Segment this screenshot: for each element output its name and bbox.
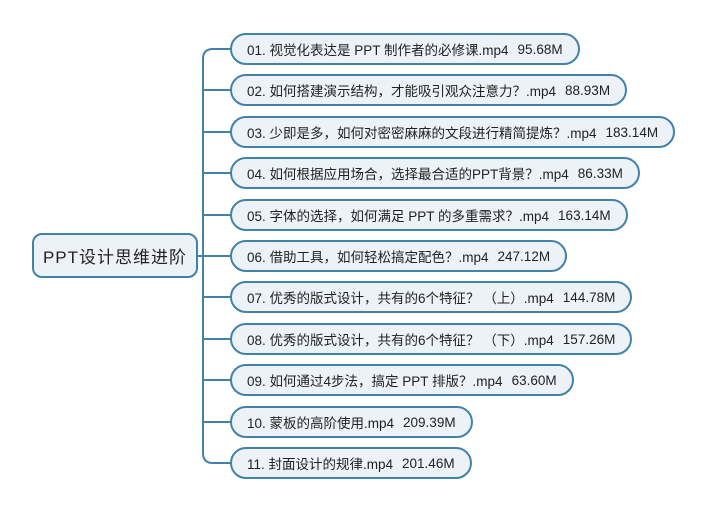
node-filename: 05. 字体的选择，如何满足 PPT 的多重需求？.mp4: [247, 209, 550, 224]
node-filesize: 157.26M: [562, 331, 616, 347]
node-filesize: 95.68M: [517, 41, 563, 57]
node-video-04[interactable]: 04. 如何根据应用场合，选择最合适的PPT背景？.mp4 86.33M: [230, 157, 640, 189]
node-filename: 06. 借助工具，如何轻松搞定配色？.mp4: [247, 250, 489, 265]
node-video-05[interactable]: 05. 字体的选择，如何满足 PPT 的多重需求？.mp4 163.14M: [230, 199, 628, 231]
node-video-01[interactable]: 01. 视觉化表达是 PPT 制作者的必修课.mp4 95.68M: [230, 33, 580, 65]
node-filename: 10. 蒙板的高阶使用.mp4: [247, 416, 395, 431]
node-video-08[interactable]: 08. 优秀的版式设计，共有的6个特征？ （下）.mp4 157.26M: [230, 323, 633, 355]
node-filesize: 209.39M: [403, 414, 456, 430]
node-video-11[interactable]: 11. 封面设计的规律.mp4 201.46M: [230, 447, 472, 479]
node-filesize: 247.12M: [497, 248, 551, 264]
node-video-03[interactable]: 03. 少即是多，如何对密密麻麻的文段进行精简提炼？.mp4 183.14M: [230, 116, 676, 148]
node-filename: 02. 如何搭建演示结构，才能吸引观众注意力？.mp4: [247, 84, 557, 99]
node-filesize: 163.14M: [558, 207, 611, 223]
node-filename: 03. 少即是多，如何对密密麻麻的文段进行精简提炼？.mp4: [247, 126, 597, 141]
node-filename: 08. 优秀的版式设计，共有的6个特征？ （下）.mp4: [247, 333, 554, 348]
node-filesize: 63.60M: [511, 372, 557, 388]
node-video-09[interactable]: 09. 如何通过4步法，搞定 PPT 排版？.mp4 63.60M: [230, 364, 574, 396]
node-filesize: 88.93M: [565, 82, 611, 98]
node-filename: 07. 优秀的版式设计，共有的6个特征？ （上）.mp4: [247, 291, 554, 306]
root-node[interactable]: PPT设计思维进阶: [32, 233, 198, 278]
node-filesize: 201.46M: [402, 455, 455, 471]
node-filename: 04. 如何根据应用场合，选择最合适的PPT背景？.mp4: [247, 167, 569, 182]
node-video-06[interactable]: 06. 借助工具，如何轻松搞定配色？.mp4 247.12M: [230, 240, 568, 272]
node-filename: 01. 视觉化表达是 PPT 制作者的必修课.mp4: [247, 43, 509, 58]
node-filesize: 144.78M: [562, 289, 616, 305]
node-filesize: 86.33M: [577, 165, 623, 181]
node-video-07[interactable]: 07. 优秀的版式设计，共有的6个特征？ （上）.mp4 144.78M: [230, 281, 633, 313]
node-filename: 11. 封面设计的规律.mp4: [247, 457, 394, 472]
node-filesize: 183.14M: [605, 124, 659, 140]
node-filename: 09. 如何通过4步法，搞定 PPT 排版？.mp4: [247, 374, 503, 389]
node-video-02[interactable]: 02. 如何搭建演示结构，才能吸引观众注意力？.mp4 88.93M: [230, 74, 628, 106]
root-node-label: PPT设计思维进阶: [42, 248, 188, 267]
node-video-10[interactable]: 10. 蒙板的高阶使用.mp4 209.39M: [230, 406, 473, 438]
